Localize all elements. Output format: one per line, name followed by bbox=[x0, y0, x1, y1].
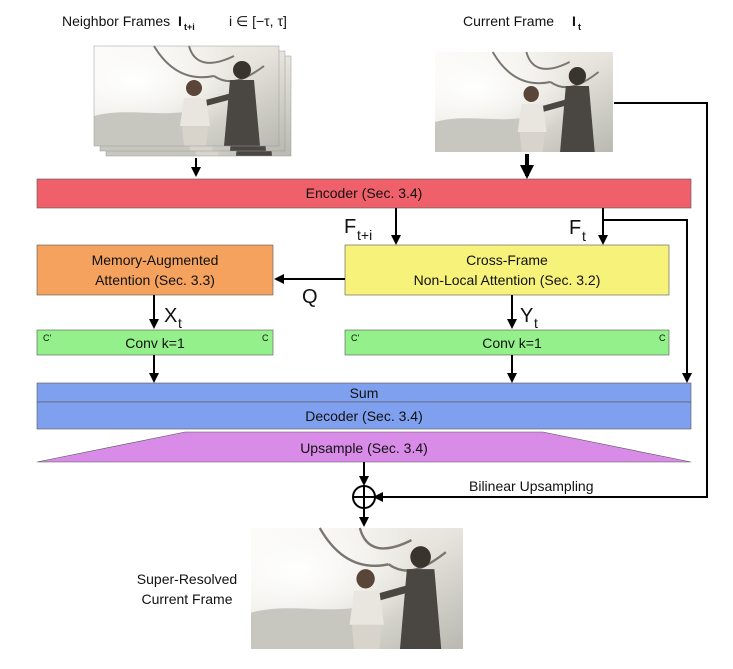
output-label-line1: Super-Resolved bbox=[137, 571, 237, 587]
output-label-line2: Current Frame bbox=[141, 591, 232, 607]
conv-right-in-channels: C' bbox=[351, 333, 359, 343]
upsample-block bbox=[36, 431, 692, 463]
super-resolved-frame-image bbox=[251, 528, 463, 649]
crossframe-attention-block bbox=[344, 244, 670, 296]
conv-left-in-channels: C' bbox=[43, 333, 51, 343]
f-current-symbol: F bbox=[569, 217, 581, 239]
x-subscript: t bbox=[178, 315, 182, 331]
neighbor-frame-front bbox=[94, 46, 279, 146]
memory-attention-label-line2: Attention (Sec. 3.3) bbox=[95, 272, 215, 288]
current-frame-image bbox=[435, 52, 613, 152]
y-symbol: Y bbox=[520, 305, 533, 327]
crossframe-attention-label-line2: Non-Local Attention (Sec. 3.2) bbox=[414, 272, 601, 288]
upsample-label: Upsample (Sec. 3.4) bbox=[300, 440, 428, 456]
y-subscript: t bbox=[534, 315, 538, 331]
decoder-block bbox=[36, 401, 692, 430]
decoder-label: Decoder (Sec. 3.4) bbox=[305, 408, 423, 424]
neighbor-frames-range: i ∈ [−τ, τ] bbox=[229, 13, 287, 29]
f-current-subscript: t bbox=[582, 228, 586, 244]
f-neighbor-symbol: F bbox=[344, 216, 356, 238]
x-symbol: X bbox=[164, 305, 177, 327]
conv-left-out-channels: C bbox=[262, 333, 269, 343]
f-current-residual-line bbox=[603, 219, 692, 383]
current-frame-subscript: t bbox=[578, 22, 581, 32]
crossframe-attention-label-line1: Cross-Frame bbox=[466, 252, 548, 268]
current-frame-label: Current Frame bbox=[463, 13, 554, 29]
conv-left-label: Conv k=1 bbox=[125, 335, 185, 351]
conv-right-label: Conv k=1 bbox=[482, 335, 542, 351]
conv-left-block bbox=[36, 329, 274, 356]
encoder-label: Encoder (Sec. 3.4) bbox=[306, 185, 423, 201]
current-frame-symbol: I bbox=[572, 13, 576, 29]
sum-label: Sum bbox=[350, 385, 379, 401]
conv-right-out-channels: C bbox=[659, 333, 666, 343]
conv-right-block bbox=[344, 329, 670, 356]
bilinear-upsampling-label: Bilinear Upsampling bbox=[469, 478, 594, 494]
neighbor-frames-label: Neighbor Frames bbox=[62, 13, 170, 29]
bilinear-skip-line bbox=[373, 102, 708, 502]
f-neighbor-subscript: t+i bbox=[357, 227, 372, 243]
neighbor-frames-symbol: I bbox=[178, 13, 182, 29]
neighbor-frames-subscript: t+i bbox=[184, 22, 195, 32]
q-symbol: Q bbox=[302, 286, 318, 308]
neighbor-frames-stack bbox=[94, 46, 291, 156]
encoder-block bbox=[36, 178, 692, 209]
memory-attention-label-line1: Memory-Augmented bbox=[92, 252, 219, 268]
